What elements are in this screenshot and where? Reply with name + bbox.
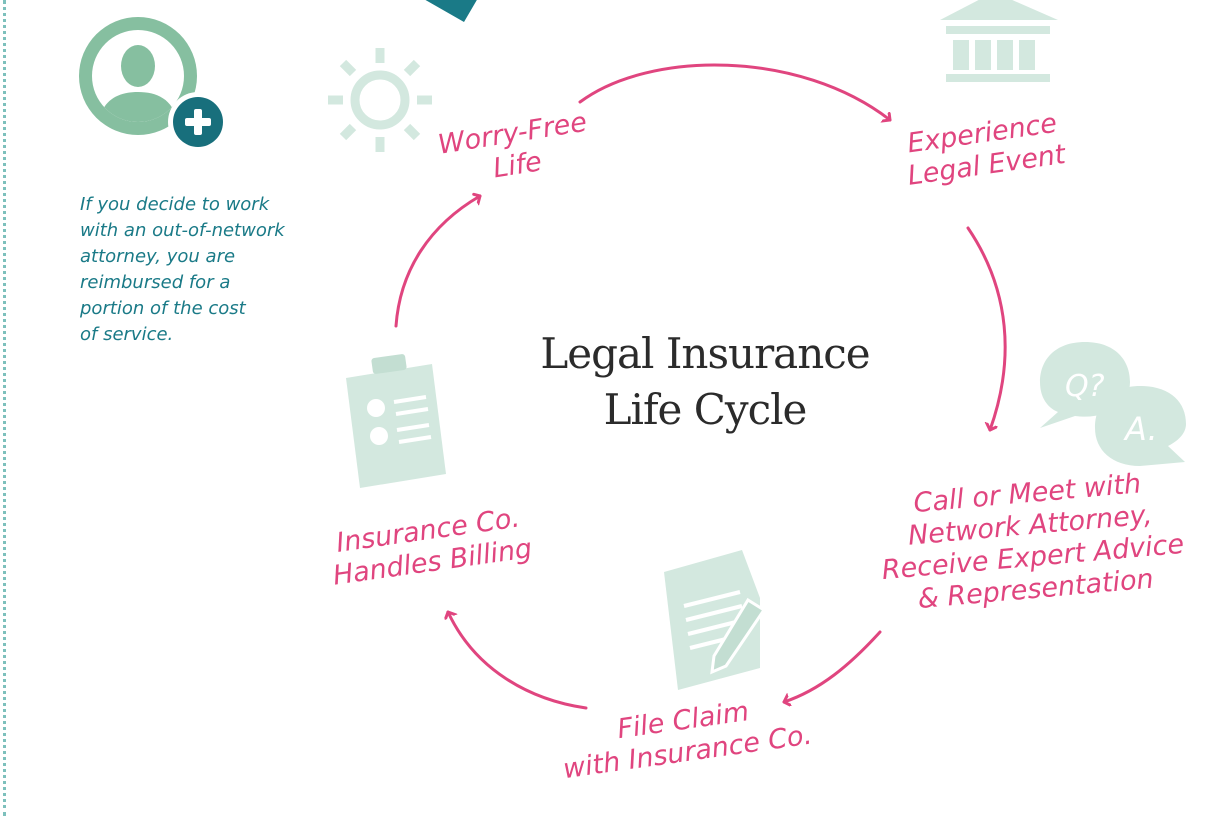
svg-text:A.: A. <box>1123 410 1158 448</box>
sun-icon <box>328 48 432 152</box>
person-add-icon <box>79 17 228 152</box>
clipboard-checklist-icon <box>346 354 446 488</box>
cycle-arrow-5 <box>394 196 482 328</box>
diagram-title: Legal Insurance Life Cycle <box>540 329 870 434</box>
courthouse-icon <box>940 0 1058 82</box>
cycle-arrow-2 <box>966 226 1007 432</box>
cycle-arrow-1 <box>578 63 892 120</box>
svg-text:Q?: Q? <box>1065 369 1105 404</box>
dotted-divider <box>3 0 6 816</box>
document-pen-icon <box>664 550 767 690</box>
out-of-network-note: If you decide to work with an out-of-net… <box>80 194 285 345</box>
question-answer-icon: Q? A. <box>1040 342 1186 466</box>
cycle-arrow-3 <box>782 630 882 702</box>
step-call-or-meet-attorney: Call or Meet with Network Attorney, Rece… <box>880 468 1186 616</box>
cycle-arrow-4 <box>448 610 588 710</box>
teal-arrow-tip-icon <box>425 0 477 22</box>
